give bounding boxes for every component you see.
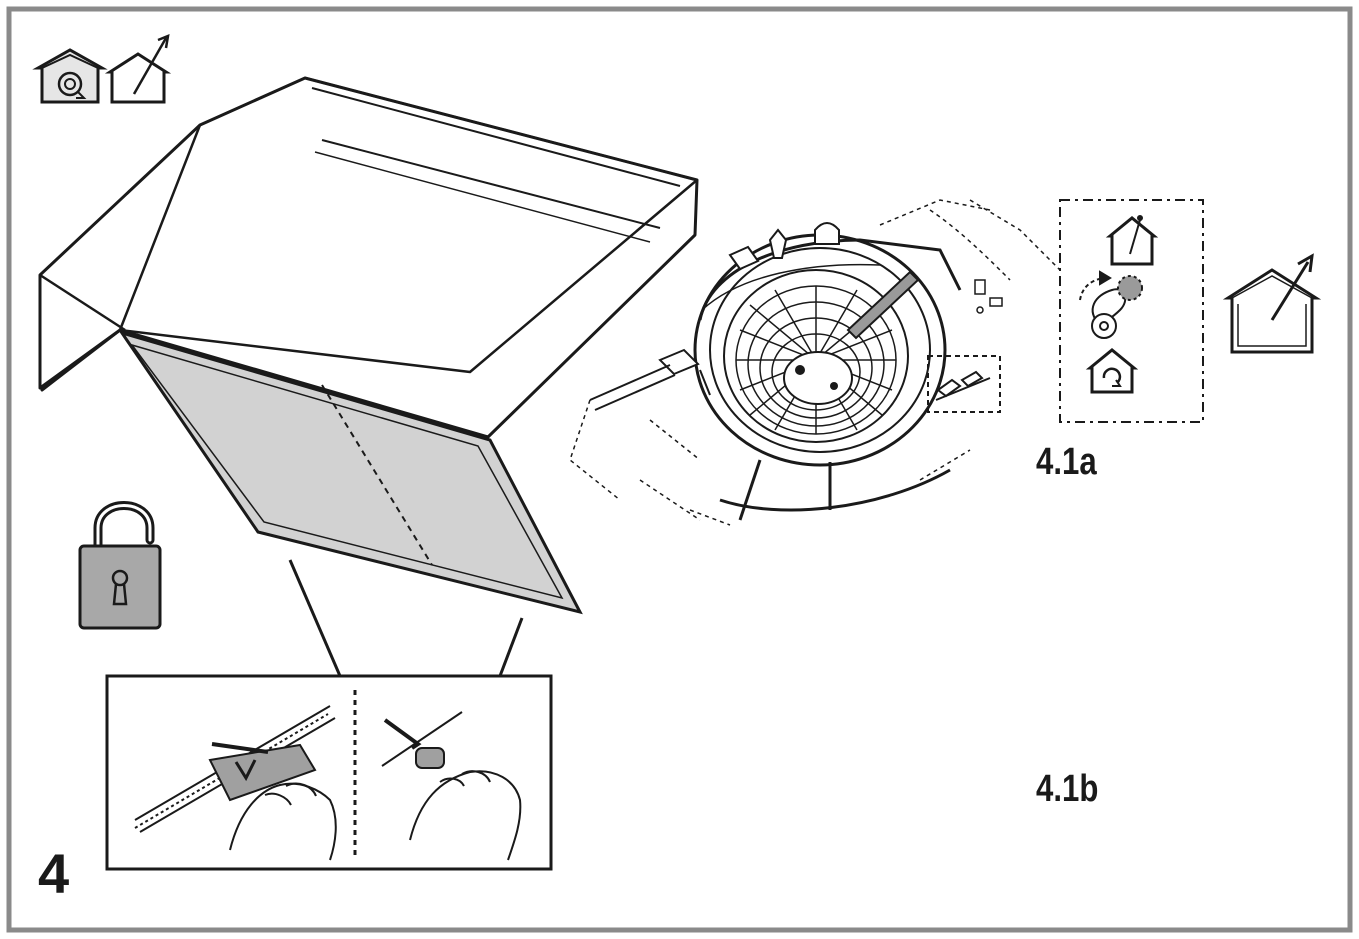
selector-highlight-a <box>927 355 1001 413</box>
step-number: 4 <box>38 842 70 905</box>
unlocked-padlock-icon <box>78 501 162 630</box>
selector-switch-a <box>935 370 991 401</box>
cooker-hood <box>38 76 699 439</box>
recirculation-mode-icon <box>32 48 108 104</box>
setting-panel-a <box>1059 199 1204 423</box>
variant-b-label: 4.1b <box>1036 768 1099 810</box>
variant-a-label: 4.1a <box>1036 441 1097 483</box>
ducted-exhaust-mode-icon <box>104 34 172 104</box>
page-border <box>6 6 1353 933</box>
ducted-exhaust-mode-icon-large <box>1222 253 1322 354</box>
grease-filter-panel <box>118 330 583 615</box>
callout-lines <box>288 559 524 677</box>
filter-latch-detail <box>105 674 553 871</box>
